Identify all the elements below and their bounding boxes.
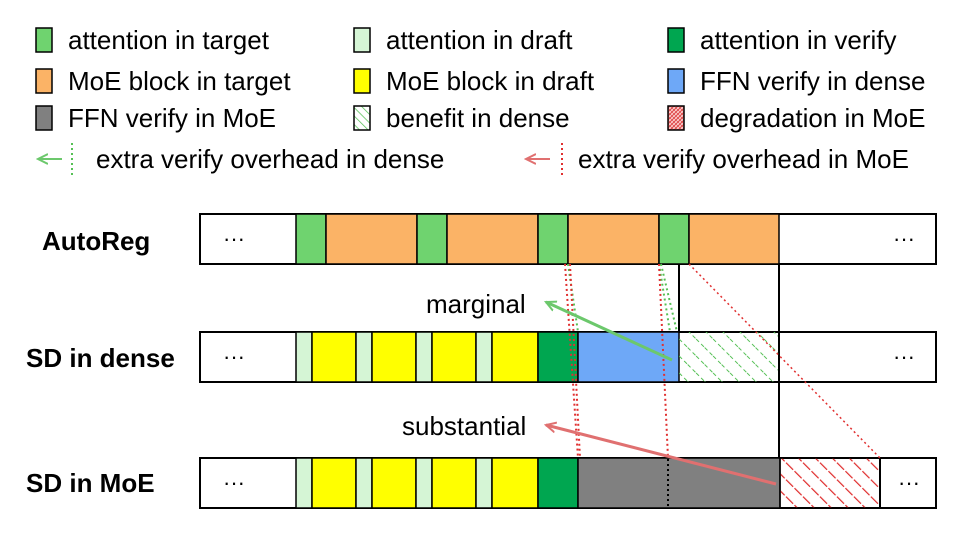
autoreg-moe-target-4 [688,213,780,265]
legend-swatch-moe-draft [353,68,371,94]
moe-overhead-line-3 [658,263,669,459]
moe-degradation-region [779,457,881,509]
moe-moe-draft-3 [431,457,477,509]
legend-label-attn-draft: attention in draft [386,25,573,55]
legend-swatch-attn-verify [667,27,685,53]
legend-label-attn-target: attention in target [68,25,270,55]
legend-label-overhead-dense: extra verify overhead in dense [96,144,444,174]
annotations: marginal substantial [402,289,777,486]
autoreg-moe-target-2 [446,213,539,265]
dense-moe-draft-1 [311,331,357,383]
autoreg-attn-target-4 [658,213,690,265]
dense-benefit-region [679,332,779,382]
autoreg-attn-target-3 [537,213,569,265]
legend-swatch-benefit [353,105,371,131]
legend-swatch-attn-draft [353,27,371,53]
moe-ffn-verify [577,457,781,509]
moe-attn-draft-1 [295,457,313,509]
connectors [564,263,881,459]
legend-swatch-ffn-moe [35,105,53,131]
autoreg-ellipsis-left: ··· [223,226,245,251]
moe-ellipsis-left: ··· [223,470,245,495]
dense-ellipsis-left: ··· [223,344,245,369]
arrow-marginal [546,300,673,362]
legend-label-degradation: degradation in MoE [700,103,925,133]
row-label-autoreg: AutoReg [42,226,150,256]
bar-sd-moe: ··· ··· [199,457,937,509]
dense-moe-draft-2 [371,331,417,383]
dense-overhead-line-1 [567,263,579,333]
legend-label-ffn-dense: FFN verify in dense [700,66,925,96]
legend-label-moe-draft: MoE block in draft [386,66,595,96]
dense-attn-draft-2 [355,331,373,383]
legend-swatch-attn-target [35,27,53,53]
legend-label-overhead-moe: extra verify overhead in MoE [578,144,909,174]
moe-overhead-line-4 [688,263,881,459]
annotation-substantial: substantial [402,411,526,441]
moe-attn-draft-3 [415,457,433,509]
dense-attn-draft-3 [415,331,433,383]
moe-moe-draft-1 [311,457,357,509]
arrow-substantial [546,425,777,486]
row-label-sd-dense: SD in dense [26,343,175,373]
moe-overhead-line-2 [569,263,581,459]
dense-moe-draft-4 [491,331,539,383]
moe-attn-verify [537,457,579,509]
annotation-marginal: marginal [426,289,526,319]
dense-moe-draft-3 [431,331,477,383]
dense-overhead-line-3 [660,263,678,333]
bar-sd-dense: ··· ··· [199,331,937,383]
dense-overhead-line-2 [658,263,671,333]
autoreg-moe-target-1 [325,213,418,265]
legend-swatch-moe-target [35,68,53,94]
bar-autoreg: ··· ··· [199,213,937,265]
legend-arrow-overhead-dense [38,143,73,176]
autoreg-attn-target-2 [416,213,448,265]
autoreg-attn-target-1 [295,213,327,265]
autoreg-ellipsis-right: ··· [893,226,915,251]
moe-moe-draft-2 [371,457,417,509]
legend: attention in target attention in draft a… [35,25,925,176]
moe-attn-draft-4 [475,457,493,509]
legend-label-attn-verify: attention in verify [700,25,897,55]
legend-arrow-overhead-moe [526,143,563,176]
legend-swatch-ffn-dense [667,68,685,94]
moe-moe-draft-4 [491,457,539,509]
dense-attn-draft-1 [295,331,313,383]
legend-swatch-degradation [667,105,685,131]
autoreg-moe-target-3 [567,213,660,265]
legend-label-ffn-moe: FFN verify in MoE [68,103,276,133]
dense-ellipsis-right: ··· [893,344,915,369]
moe-attn-draft-2 [355,457,373,509]
dense-attn-draft-4 [475,331,493,383]
dense-attn-verify [537,331,579,383]
legend-label-moe-target: MoE block in target [68,66,291,96]
moe-ellipsis-right: ··· [898,470,920,495]
legend-label-benefit: benefit in dense [386,103,570,133]
row-label-sd-moe: SD in MoE [26,468,155,498]
